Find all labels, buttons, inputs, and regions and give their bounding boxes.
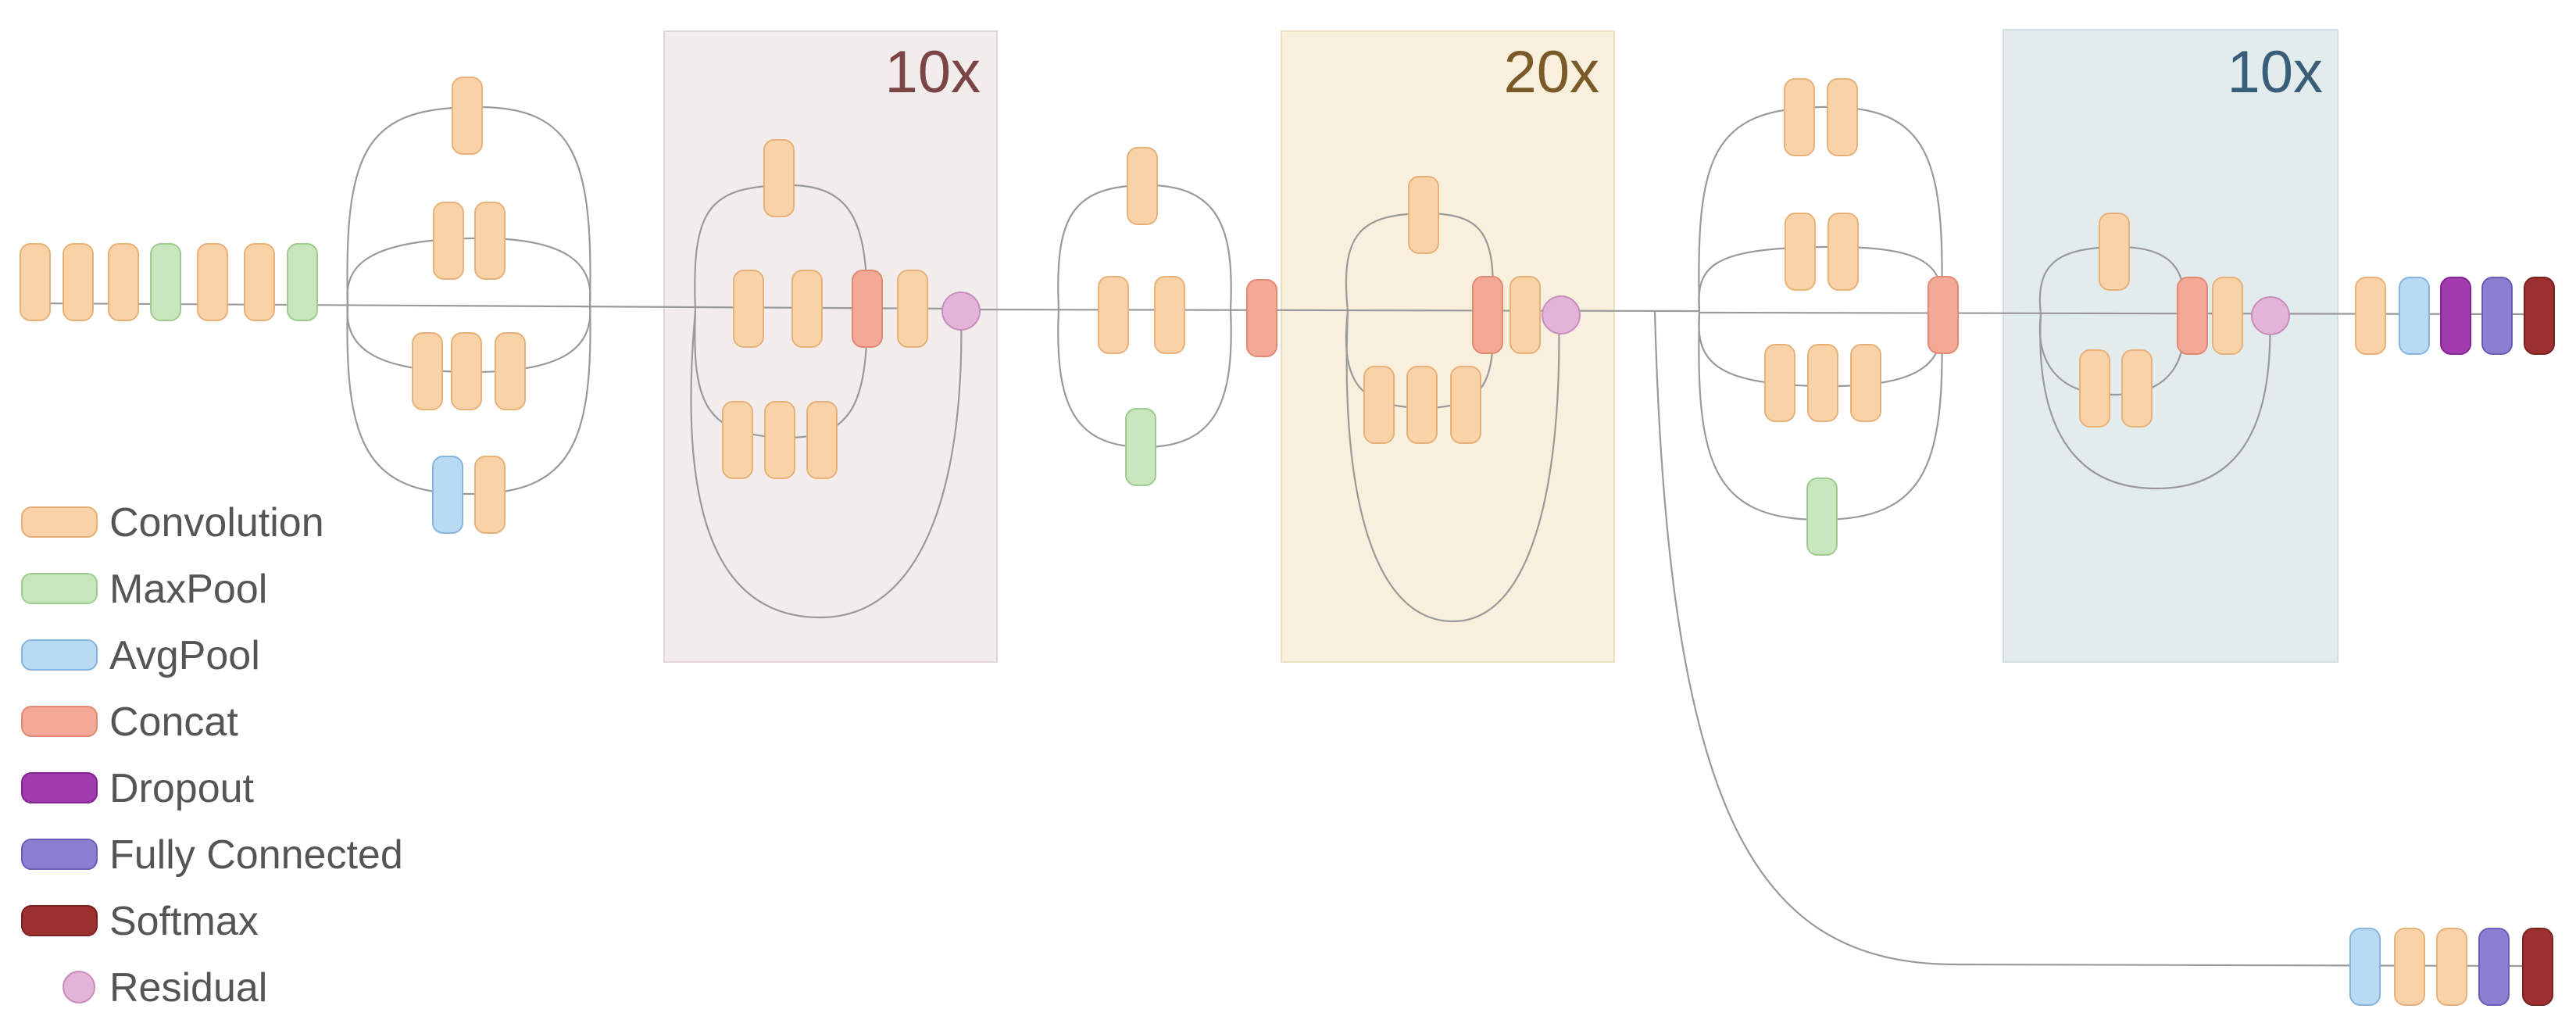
avgpool-layer (432, 456, 463, 534)
legend-maxpool-swatch (21, 573, 98, 604)
residual-node (2251, 296, 2290, 335)
conv-layer (1406, 366, 1438, 444)
conv-layer (791, 270, 823, 348)
legend-label-dropout: Dropout (109, 766, 255, 811)
conv-layer (764, 401, 795, 479)
concat-layer (852, 270, 883, 348)
edge-curve (346, 302, 591, 496)
concat-layer (2177, 277, 2208, 355)
edge-curve (346, 237, 591, 304)
conv-layer (244, 243, 275, 321)
conv-layer (1807, 344, 1838, 422)
block-c-repeat-label: 10x (2227, 39, 2323, 106)
conv-layer (108, 243, 139, 321)
softmax-layer (2524, 277, 2555, 355)
conv-layer (2212, 277, 2243, 355)
legend-softmax-swatch (21, 905, 98, 936)
conv-layer (433, 202, 464, 280)
maxpool-layer (150, 243, 181, 321)
avgpool-layer (2399, 277, 2430, 355)
legend-label-fc: Fully Connected (109, 832, 403, 878)
conv-layer (20, 243, 51, 321)
conv-layer (197, 243, 228, 321)
legend: ConvolutionMaxPoolAvgPoolConcatDropoutFu… (21, 500, 403, 1011)
conv-layer (2355, 277, 2386, 355)
legend-avgpool-swatch (21, 639, 98, 671)
repeat-block-20x (1281, 30, 1615, 663)
conv-layer (1098, 276, 1129, 354)
conv-layer (2099, 213, 2130, 291)
fc-layer (2478, 928, 2510, 1006)
legend-label-residual: Residual (109, 965, 267, 1011)
edge-curve (690, 310, 963, 619)
dropout-layer (2440, 277, 2471, 355)
maxpool-layer (1806, 478, 1838, 556)
repeat-block-10x-c (2003, 29, 2338, 663)
conv-layer (412, 332, 443, 410)
layers (20, 77, 2555, 1006)
legend-concat-swatch (21, 706, 98, 737)
conv-layer (1764, 344, 1795, 422)
conv-layer (1450, 366, 1481, 444)
fc-layer (2481, 277, 2513, 355)
conv-layer (722, 401, 753, 479)
edge-curve (1653, 310, 2532, 968)
conv-layer (2079, 349, 2110, 428)
legend-label-avgpool: AvgPool (109, 633, 260, 678)
edge-curve (1698, 106, 1943, 313)
conv-layer (1784, 78, 1815, 156)
conv-layer (474, 202, 506, 280)
conv-layer (1827, 78, 1858, 156)
conv-layer (495, 332, 526, 410)
conv-layer (63, 243, 94, 321)
conv-layer (1408, 176, 1439, 254)
conv-layer (1785, 213, 1816, 291)
edge-curve (1345, 310, 1560, 623)
legend-label-maxpool: MaxPool (109, 567, 267, 612)
conv-layer (451, 332, 482, 410)
conv-layer (1510, 276, 1541, 354)
residual-node (1542, 295, 1581, 335)
edge-curve (1698, 245, 1943, 313)
conv-layer (2121, 349, 2153, 428)
legend-label-softmax: Softmax (109, 899, 259, 944)
block-a-repeat-label: 10x (884, 39, 981, 106)
maxpool-layer (1125, 408, 1156, 486)
concat-layer (1246, 279, 1277, 357)
edge-curve (2039, 313, 2271, 490)
conv-layer (1154, 276, 1185, 354)
conv-layer (733, 270, 764, 348)
conv-layer (806, 401, 838, 479)
legend-label-conv: Convolution (109, 500, 324, 546)
legend-residual-swatch (63, 971, 95, 1004)
conv-layer (1827, 213, 1859, 291)
legend-conv-swatch (21, 506, 98, 538)
conv-layer (897, 270, 928, 348)
conv-layer (474, 456, 506, 534)
block-b-repeat-label: 20x (1503, 39, 1599, 106)
concat-layer (1928, 276, 1959, 354)
conv-layer (1850, 344, 1881, 422)
legend-label-concat: Concat (109, 699, 238, 745)
conv-layer (2394, 928, 2425, 1006)
repeat-block-10x-a (663, 30, 998, 663)
conv-layer (1127, 147, 1158, 225)
residual-node (941, 292, 981, 331)
legend-dropout-swatch (21, 772, 98, 803)
conv-layer (1363, 366, 1395, 444)
conv-layer (2436, 928, 2467, 1006)
softmax-layer (2522, 928, 2553, 1006)
conv-layer (763, 139, 795, 217)
concat-layer (1472, 276, 1503, 354)
edge-line (1699, 311, 2532, 316)
maxpool-layer (287, 243, 318, 321)
avgpool-layer (2349, 928, 2381, 1006)
legend-fc-swatch (21, 839, 98, 870)
conv-layer (452, 77, 483, 155)
